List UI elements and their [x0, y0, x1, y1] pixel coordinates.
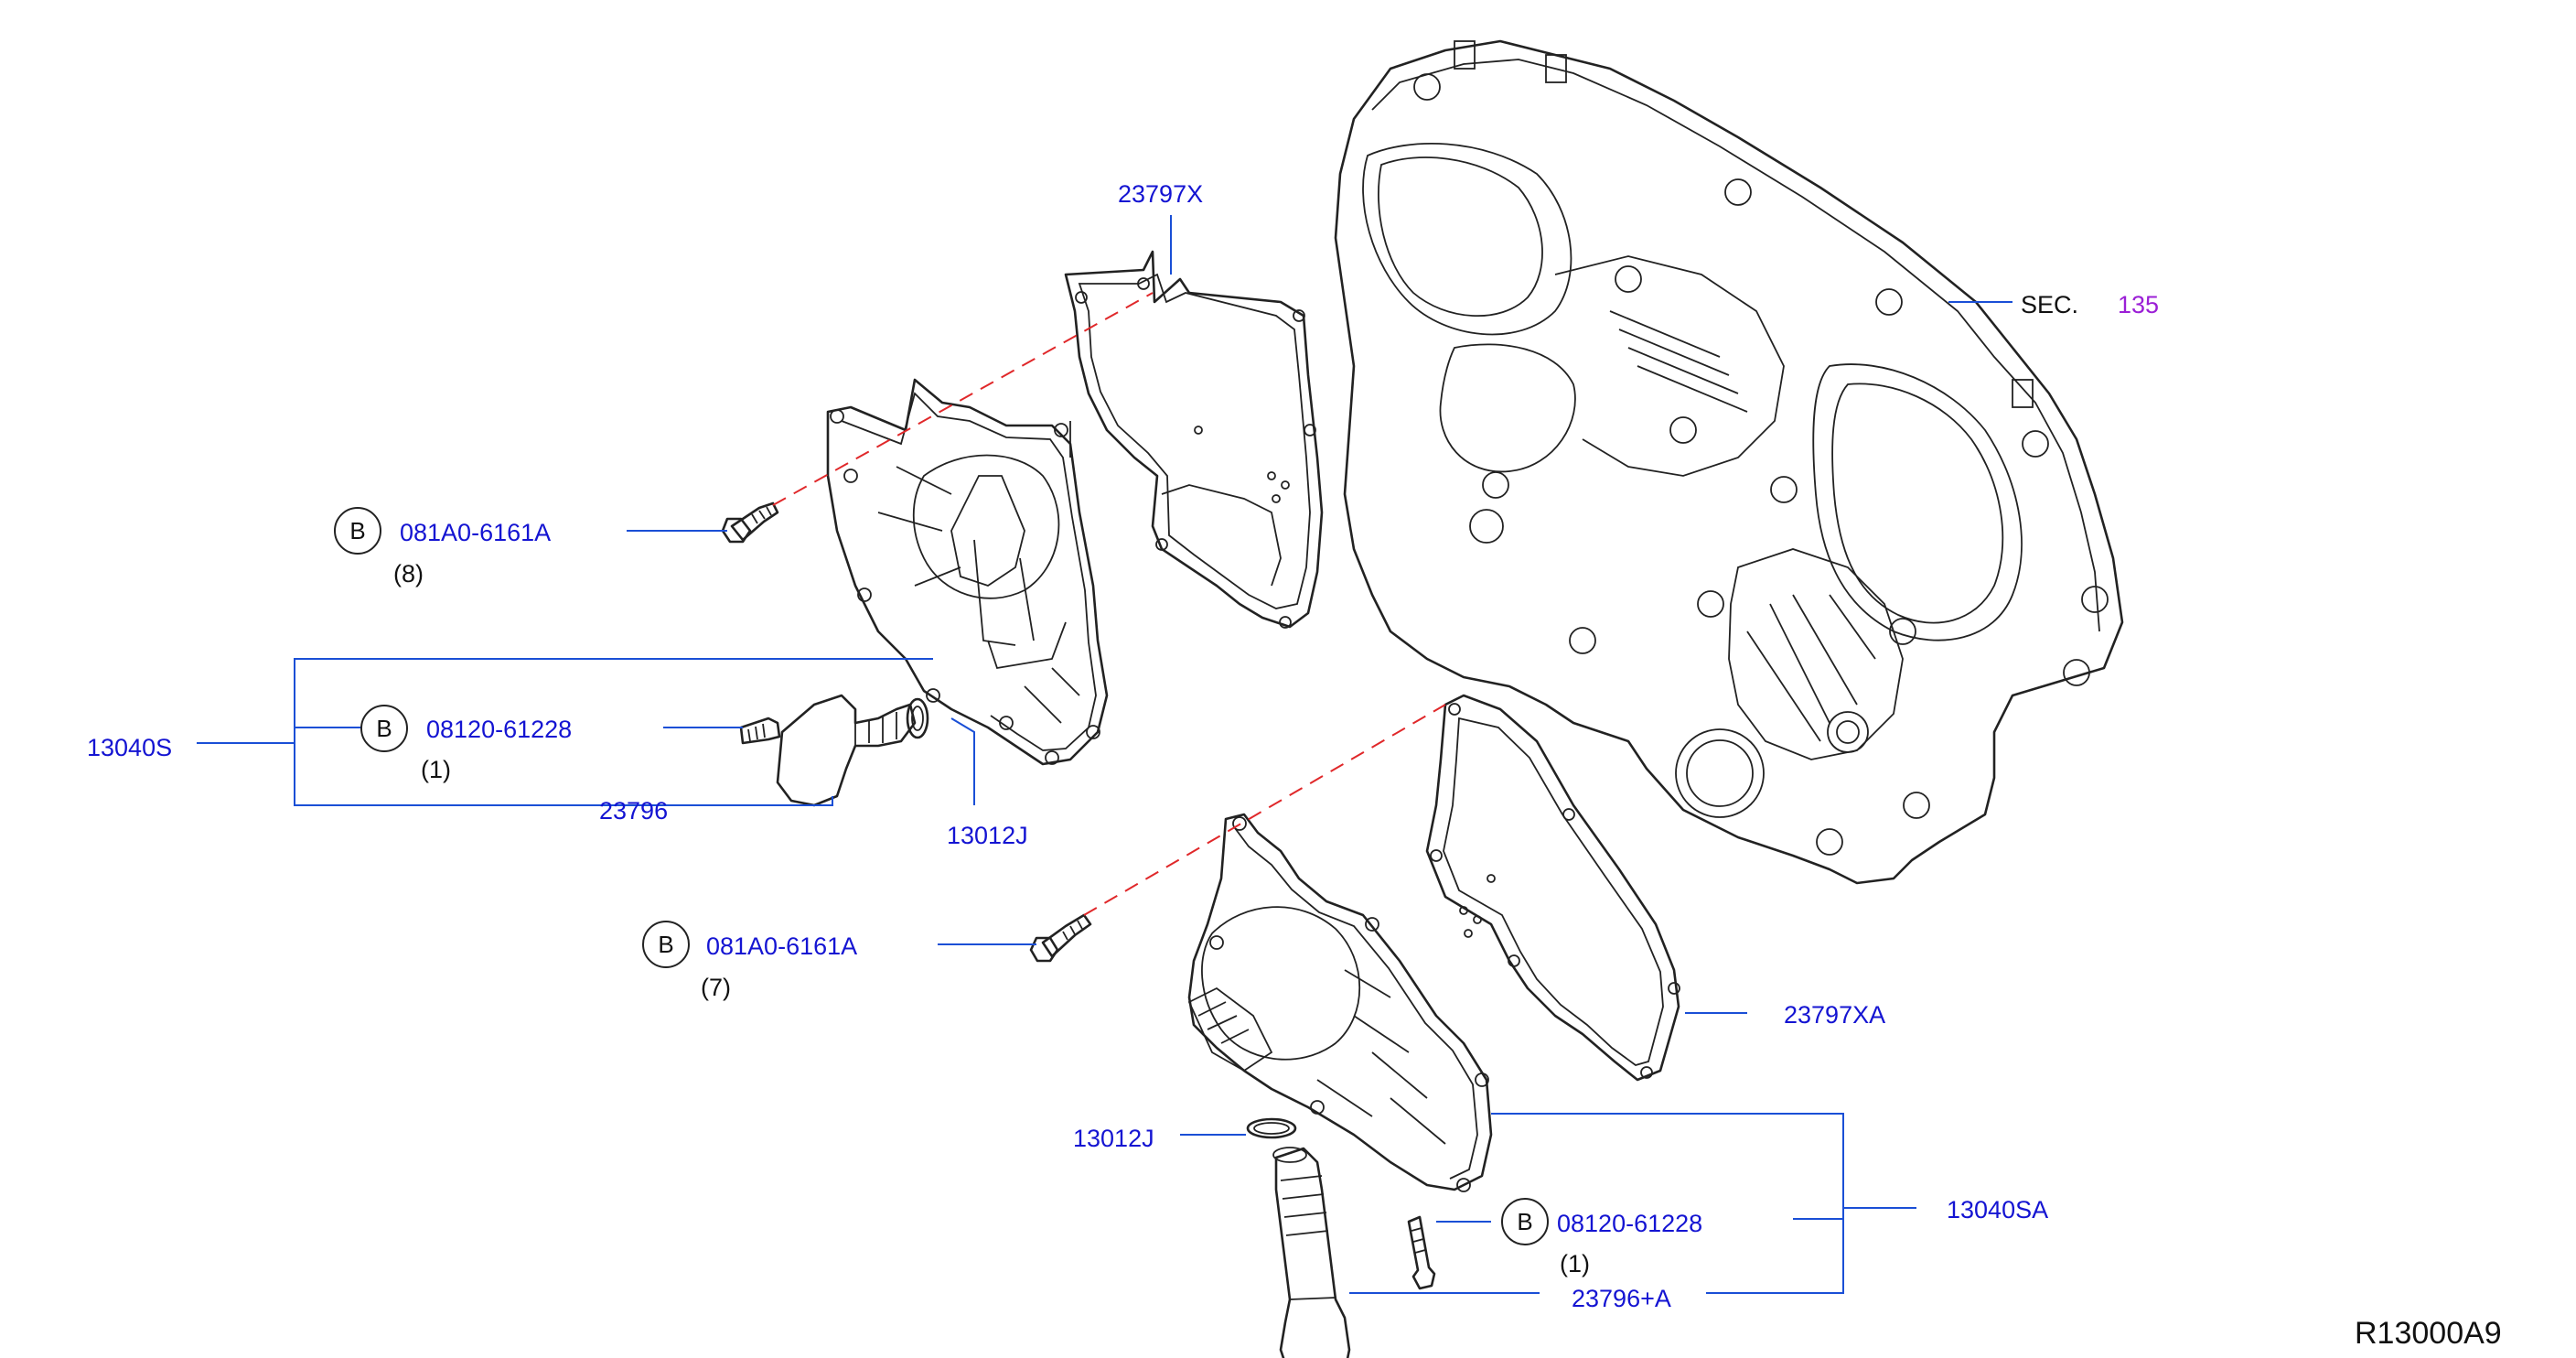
label-solenoid-bolt-upper-qty: (1) — [421, 756, 451, 783]
alignment-dash-lower — [1083, 704, 1446, 916]
timing-chain-case — [1334, 39, 2124, 885]
bolt-marker-solenoid-upper: B — [360, 705, 408, 752]
svg-text:B: B — [376, 715, 392, 742]
front-cover-upper — [826, 378, 1109, 766]
label-cover-assy-upper[interactable]: 13040S — [87, 734, 172, 761]
label-solenoid-bolt-lower-qty: (1) — [1560, 1250, 1590, 1277]
label-valve-upper[interactable]: 23796 — [599, 797, 668, 824]
bolt-marker-solenoid-lower: B — [1501, 1198, 1549, 1245]
label-bolt-upper[interactable]: 081A0-6161A — [400, 519, 551, 546]
label-section-prefix: SEC. — [2021, 291, 2078, 318]
oring-lower — [1246, 1117, 1297, 1139]
svg-text:B: B — [349, 517, 365, 544]
label-solenoid-bolt-lower[interactable]: 08120-61228 — [1557, 1210, 1702, 1237]
label-gasket-upper[interactable]: 23797X — [1118, 180, 1203, 208]
bolt-upper — [721, 501, 779, 544]
svg-text:B: B — [1517, 1208, 1532, 1235]
gasket-upper — [1064, 250, 1324, 629]
label-valve-lower[interactable]: 23796+A — [1572, 1285, 1671, 1312]
label-oring-lower[interactable]: 13012J — [1073, 1125, 1154, 1152]
front-cover-lower — [1187, 813, 1493, 1192]
bolt-marker-upper: B — [334, 507, 381, 555]
alignment-dash-upper — [772, 292, 1154, 506]
label-solenoid-bolt-upper[interactable]: 08120-61228 — [426, 716, 572, 743]
solenoid-bolt-lower — [1407, 1215, 1436, 1290]
gasket-lower — [1425, 694, 1680, 1082]
leader-lines — [197, 215, 2012, 1294]
label-bolt-lower-qty: (7) — [701, 974, 731, 1001]
label-bolt-upper-qty: (8) — [393, 560, 424, 587]
svg-text:B: B — [658, 931, 673, 958]
bolt-marker-lower: B — [642, 921, 690, 968]
label-bolt-lower[interactable]: 081A0-6161A — [706, 932, 857, 960]
solenoid-valve-lower — [1272, 1147, 1351, 1358]
solenoid-valve-upper — [739, 694, 929, 807]
label-section-number[interactable]: 135 — [2118, 291, 2159, 318]
label-cover-assy-lower[interactable]: 13040SA — [1947, 1196, 2048, 1223]
diagram-reference-code: R13000A9 — [2355, 1316, 2502, 1351]
bolt-lower — [1029, 913, 1092, 963]
label-oring-upper[interactable]: 13012J — [947, 822, 1028, 849]
label-gasket-lower[interactable]: 23797XA — [1784, 1001, 1885, 1029]
